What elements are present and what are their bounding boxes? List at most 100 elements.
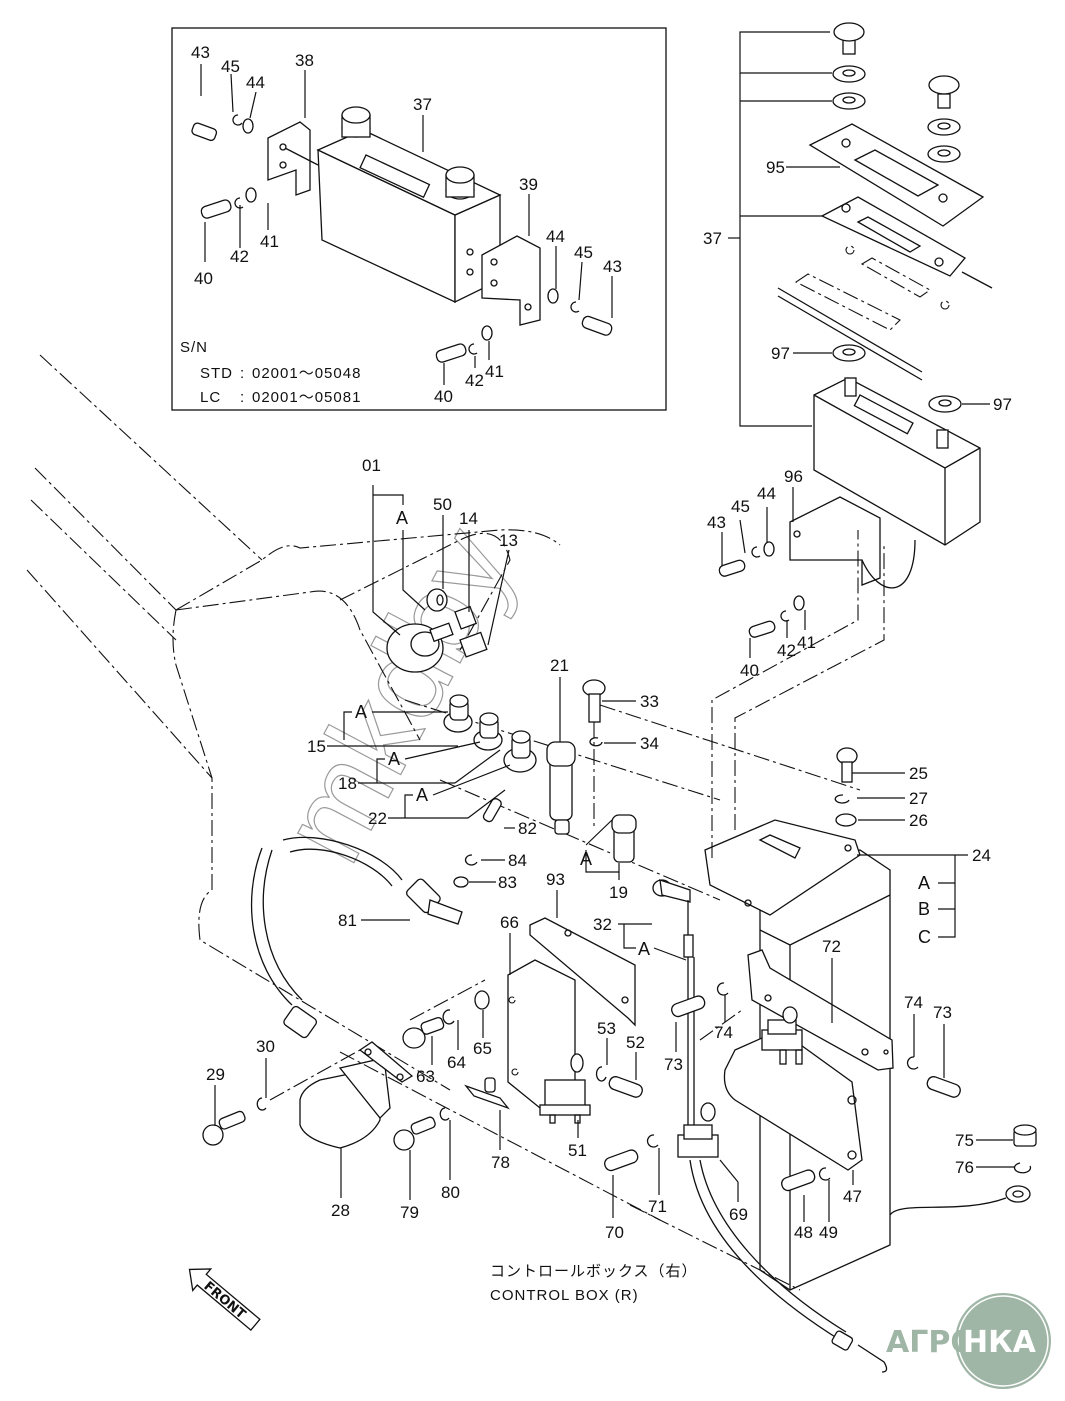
label-74-right: 74 <box>904 993 923 1012</box>
serial-row-lc-range: 02001～05081 <box>252 389 361 406</box>
label-45-inset-left: 45 <box>221 57 240 76</box>
knob-18 <box>473 712 503 751</box>
bracket-93 <box>529 917 636 1027</box>
cable-32 <box>652 879 695 1130</box>
button-19 <box>611 814 637 863</box>
label-24-C: C <box>918 927 931 947</box>
screw-73-left <box>671 995 706 1018</box>
battery-main <box>813 377 981 546</box>
serial-row-lc-colon: : <box>240 389 245 406</box>
label-15-A: A <box>355 702 367 722</box>
label-42-mount: 42 <box>777 641 796 660</box>
label-47: 47 <box>843 1187 862 1206</box>
label-01-A: A <box>396 508 408 528</box>
label-45-mount: 45 <box>731 497 750 516</box>
serial-row-std-range: 02001～05048 <box>252 365 361 382</box>
front-arrow-icon <box>188 1268 261 1331</box>
sensor-81-harness <box>250 836 463 1039</box>
relay-upper <box>761 1006 803 1065</box>
clip-74-right <box>906 1056 919 1070</box>
ground-terminal <box>889 1185 1031 1216</box>
label-63: 63 <box>416 1067 435 1086</box>
pad-97-right <box>928 395 962 413</box>
label-39: 39 <box>519 175 538 194</box>
label-76: 76 <box>955 1158 974 1177</box>
key-switch <box>386 623 444 673</box>
caption: コントロールボックス（右） CONTROL BOX (R) <box>490 1263 698 1304</box>
label-27: 27 <box>909 789 928 808</box>
clip-27 <box>834 794 850 804</box>
label-33: 33 <box>640 692 659 711</box>
cover-47 <box>723 1029 863 1171</box>
terminal-knob-left <box>832 22 866 110</box>
brand-text-right: НКА <box>963 1325 1037 1360</box>
label-97-right: 97 <box>993 395 1012 414</box>
fasteners-inset-right <box>435 288 613 363</box>
label-75: 75 <box>955 1131 974 1150</box>
watermark-text: mkdby <box>255 507 539 882</box>
label-29: 29 <box>206 1065 225 1084</box>
label-25: 25 <box>909 764 928 783</box>
label-15: 15 <box>307 737 326 756</box>
buzzer-28 <box>299 1041 414 1149</box>
label-41-mount: 41 <box>797 633 816 652</box>
label-44-inset-left: 44 <box>246 73 265 92</box>
label-24-A: A <box>918 873 930 893</box>
control-box: 25 27 26 24 A B C 32 A <box>593 747 1037 1373</box>
label-64: 64 <box>447 1053 466 1072</box>
label-21: 21 <box>550 656 569 675</box>
label-37-inset: 37 <box>413 95 432 114</box>
label-51: 51 <box>568 1141 587 1160</box>
screw-48 <box>781 1169 816 1192</box>
screw-73-right <box>926 1076 961 1098</box>
label-83: 83 <box>498 873 517 892</box>
label-26: 26 <box>909 811 928 830</box>
relay-51 <box>539 1053 591 1124</box>
label-53: 53 <box>597 1019 616 1038</box>
label-34: 34 <box>640 734 659 753</box>
label-50: 50 <box>433 495 452 514</box>
label-37-group: 37 <box>703 229 722 248</box>
label-22: 22 <box>368 809 387 828</box>
label-82: 82 <box>518 819 537 838</box>
label-41-inset-left: 41 <box>260 232 279 251</box>
label-19-A: A <box>580 849 592 869</box>
serial-row-std-colon: : <box>240 365 245 382</box>
nut-75 <box>1013 1124 1037 1147</box>
label-49: 49 <box>819 1223 838 1242</box>
label-84: 84 <box>508 851 527 870</box>
clip-74-left <box>716 982 729 996</box>
label-32: 32 <box>593 915 612 934</box>
switch-13 <box>459 631 488 658</box>
clip-80 <box>439 1107 450 1121</box>
relay-69 <box>677 1102 888 1373</box>
knob-15 <box>443 694 473 733</box>
label-18-A: A <box>388 749 400 769</box>
switch-14 <box>454 605 478 630</box>
label-65: 65 <box>473 1039 492 1058</box>
screw-33 <box>582 679 606 723</box>
label-81: 81 <box>338 911 357 930</box>
label-40-inset-left: 40 <box>194 269 213 288</box>
label-74-left: 74 <box>714 1023 733 1042</box>
serial-row-lc-model: LC <box>200 389 221 406</box>
label-19: 19 <box>609 883 628 902</box>
cover-plate-95 <box>808 123 985 227</box>
clip-71 <box>646 1134 659 1148</box>
screw-63 <box>402 1016 445 1049</box>
knob-22 <box>503 730 537 773</box>
bracket-39 <box>481 235 541 326</box>
caption-japanese: コントロールボックス（右） <box>490 1263 698 1280</box>
label-70: 70 <box>605 1223 624 1242</box>
serial-number-block: S/N STD : 02001～05048 LC : 02001～05081 <box>180 339 361 406</box>
front-arrow-label: FRONT <box>201 1279 249 1323</box>
clamp-78 <box>464 1077 510 1110</box>
clip-84 <box>464 854 478 866</box>
label-14: 14 <box>459 509 478 528</box>
label-30: 30 <box>256 1037 275 1056</box>
screw-25 <box>836 747 858 783</box>
label-42-inset-left: 42 <box>230 247 249 266</box>
label-48: 48 <box>794 1223 813 1242</box>
label-69: 69 <box>729 1205 748 1224</box>
